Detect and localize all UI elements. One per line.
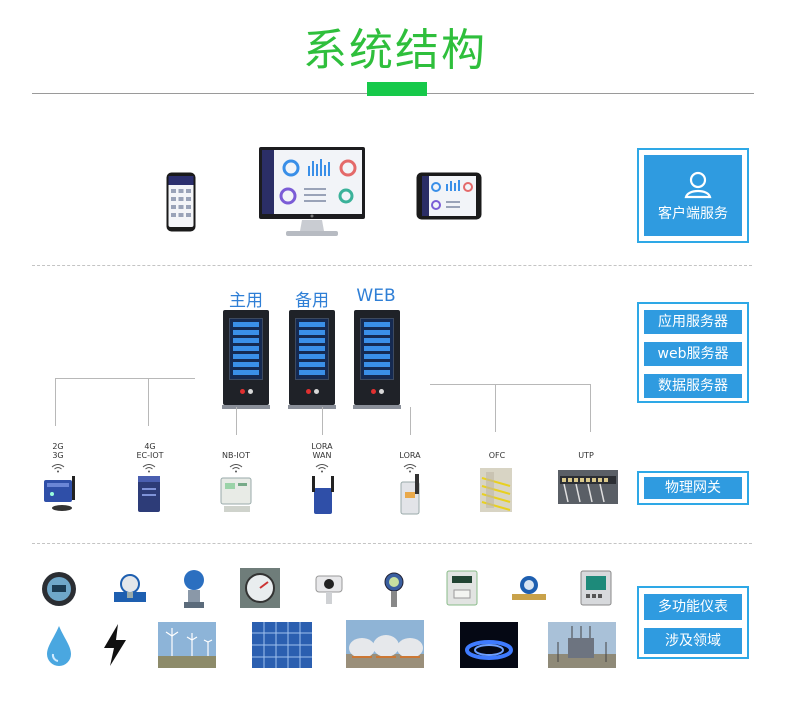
gateway-label-nbiot: NB-IOT bbox=[222, 451, 250, 460]
connector-2g bbox=[55, 378, 56, 426]
layer-divider-1 bbox=[32, 265, 752, 266]
data-server-button[interactable]: 数据服务器 bbox=[644, 374, 742, 398]
wifi-icon bbox=[51, 464, 65, 473]
connector-lorawan bbox=[322, 407, 323, 435]
server-web bbox=[353, 310, 401, 409]
gateway-label-utp: UTP bbox=[578, 451, 594, 460]
gas-storage-tanks-image bbox=[346, 620, 424, 668]
level-transmitter-image bbox=[380, 570, 408, 610]
server-label-web: WEB bbox=[356, 286, 396, 306]
connector-left-horizontal bbox=[55, 378, 195, 379]
gateway-label-lorawan: LORA WAN bbox=[311, 442, 333, 460]
gateway-2g3g-device bbox=[42, 474, 78, 512]
gateway-ofc-device bbox=[480, 468, 512, 512]
panel-meter-image bbox=[40, 570, 78, 608]
app-server-panel: 应用服务器 web服务器 数据服务器 bbox=[637, 302, 749, 403]
gateway-label-lora: LORA bbox=[399, 451, 421, 460]
substation-image bbox=[548, 622, 616, 668]
gateway-utp-device bbox=[558, 470, 618, 504]
electric-meter-image bbox=[446, 570, 478, 606]
connector-lora bbox=[410, 407, 411, 435]
connector-ofc bbox=[495, 384, 496, 432]
power-analyzer-image bbox=[580, 570, 612, 606]
camera-image bbox=[312, 570, 346, 608]
gas-flame-image bbox=[460, 622, 518, 668]
server-backup bbox=[288, 310, 336, 409]
web-server-button[interactable]: web服务器 bbox=[644, 342, 742, 366]
physical-gateway-button[interactable]: 物理网关 bbox=[644, 477, 742, 499]
server-label-backup: 备用 bbox=[295, 291, 329, 311]
gateway-lora-device bbox=[397, 472, 425, 516]
wifi-icon bbox=[315, 464, 329, 473]
water-drop-icon bbox=[44, 624, 74, 668]
gateway-label-2g3g: 2G 3G bbox=[52, 442, 64, 460]
page-title: 系统结构 bbox=[303, 25, 487, 76]
wifi-icon bbox=[142, 464, 156, 473]
connector-right-horizontal bbox=[430, 384, 590, 385]
connector-nbiot bbox=[236, 407, 237, 435]
server-primary bbox=[222, 310, 270, 409]
application-domain-button[interactable]: 涉及领域 bbox=[644, 628, 742, 654]
gateway-panel: 物理网关 bbox=[637, 471, 749, 505]
layer-divider-2 bbox=[32, 543, 752, 544]
field-panel: 多功能仪表 涉及领域 bbox=[637, 586, 749, 659]
gateway-lorawan-device bbox=[308, 474, 338, 516]
solar-panel-image bbox=[252, 622, 312, 668]
desktop-monitor-device bbox=[258, 146, 366, 238]
user-icon bbox=[682, 169, 714, 201]
lightning-icon bbox=[100, 622, 130, 668]
tablet-device bbox=[416, 172, 482, 220]
water-meter-image bbox=[510, 570, 548, 608]
connector-utp bbox=[590, 384, 591, 432]
wind-turbine-image bbox=[158, 622, 216, 668]
wifi-icon bbox=[403, 464, 417, 473]
gateway-label-ofc: OFC bbox=[488, 451, 506, 460]
gateway-nbiot-device bbox=[218, 474, 256, 516]
gauge-meter-image bbox=[240, 568, 280, 608]
flow-meter-image bbox=[112, 570, 148, 608]
pressure-transmitter-image bbox=[178, 568, 210, 610]
multifunction-meter-button[interactable]: 多功能仪表 bbox=[644, 594, 742, 620]
wifi-icon bbox=[229, 464, 243, 473]
connector-4g bbox=[148, 378, 149, 426]
app-server-button[interactable]: 应用服务器 bbox=[644, 310, 742, 334]
server-label-primary: 主用 bbox=[229, 291, 263, 311]
smartphone-device bbox=[166, 172, 196, 232]
client-service-panel: 客户端服务 bbox=[637, 148, 749, 243]
gateway-label-4g: 4G EC-IOT bbox=[136, 442, 164, 460]
client-service-label: 客户端服务 bbox=[658, 206, 728, 222]
title-accent-bar bbox=[367, 82, 427, 96]
client-service-tile: 客户端服务 bbox=[644, 155, 742, 236]
gateway-4g-device bbox=[134, 474, 164, 514]
